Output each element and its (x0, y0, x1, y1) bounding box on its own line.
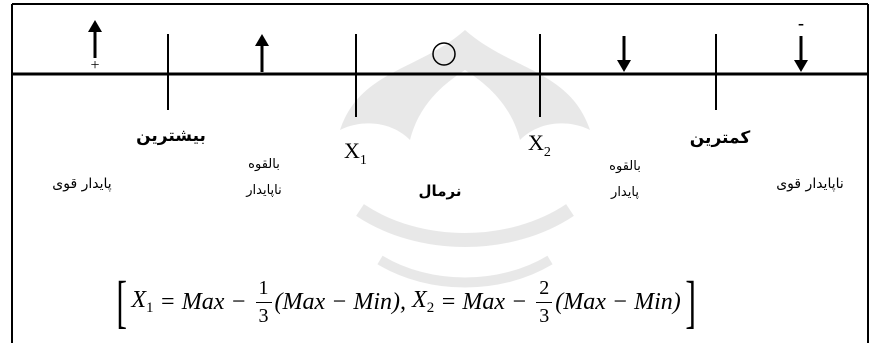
formula-right-bracket: ] (685, 269, 696, 334)
formula-eq2-b: (Max − Min) (555, 288, 681, 315)
x1-label: X1 (344, 138, 367, 168)
potential-unstable-line1: بالقوه (248, 157, 280, 172)
formula-x1: X1 (131, 287, 154, 316)
strong-down-arrow-icon (794, 36, 808, 72)
formula-eq2-a: = Max − (434, 288, 534, 315)
normal-circle-icon (432, 42, 456, 66)
normal-label: نرمال (418, 182, 462, 200)
potential-unstable-line2: ناپایدار (246, 183, 282, 198)
strong-unstable-label: ناپایدار قوی (776, 176, 844, 192)
strong-up-arrow-icon (88, 20, 102, 58)
x2-label: X2 (528, 130, 551, 160)
plus-sign: + (90, 57, 100, 74)
up-arrow-icon (255, 34, 269, 72)
down-arrow-icon (617, 36, 631, 72)
lowest-label: کمترین (689, 128, 751, 148)
minus-sign: - (798, 13, 804, 33)
strong-stable-label: پایدار قوی (52, 176, 112, 192)
formula-left-bracket: [ (116, 269, 127, 334)
highest-label: بیشترین (136, 126, 206, 146)
potential-stable-line2: پایدار (611, 185, 639, 200)
potential-stable-line1: بالقوه (609, 159, 641, 174)
formula-x2: X2 (412, 287, 435, 316)
formula-eq1-a: = Max − (153, 288, 253, 315)
formula-eq1-b: (Max − Min), (274, 288, 413, 315)
watermark-emblem (340, 30, 590, 288)
